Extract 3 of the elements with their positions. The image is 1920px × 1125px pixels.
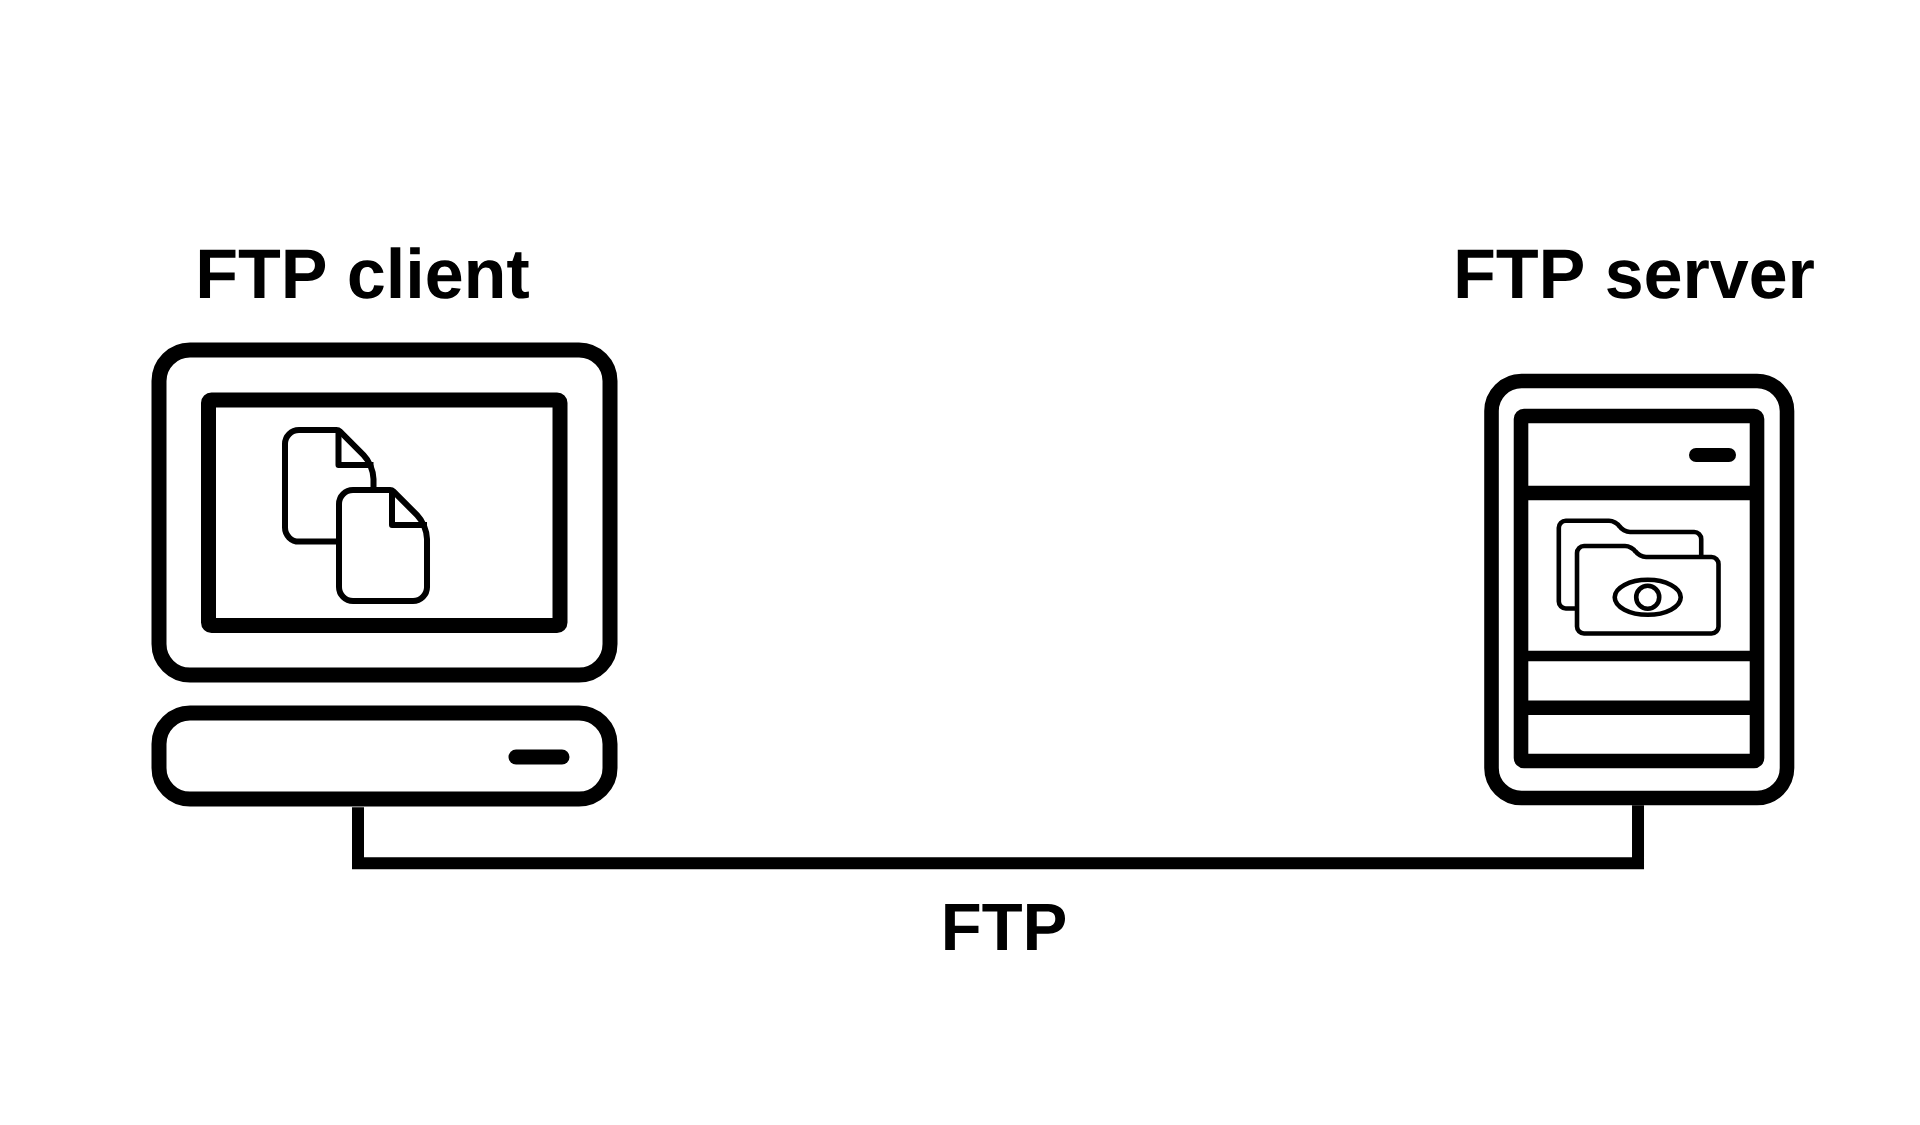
heading: FTP client: [199, 247, 529, 299]
edge-label: FTP: [938, 901, 1070, 952]
heading: FTP server: [1457, 249, 1814, 299]
